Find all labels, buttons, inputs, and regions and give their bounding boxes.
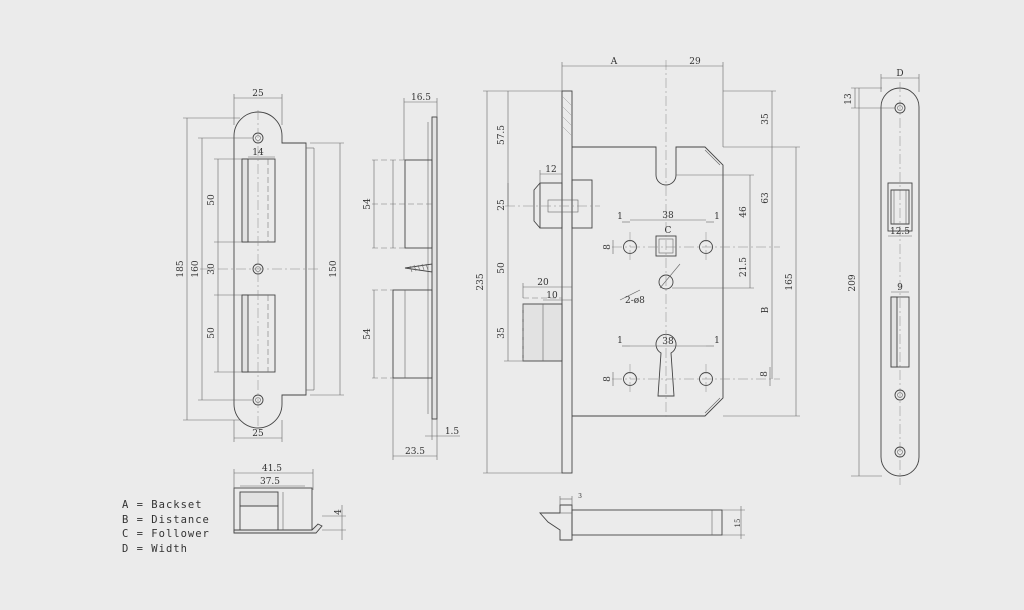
dim-follower-width: 38	[662, 211, 674, 221]
dim-spindle-drop: 50	[497, 262, 507, 274]
dim-side-bolt-width: 9	[897, 283, 903, 293]
faceplate-front-view	[200, 110, 320, 430]
dim-cyl-left-height: 8	[603, 376, 613, 382]
lock-body-dimensions: A 29 235 57.5 25 50 35 12 20 10 35 46 63	[476, 57, 800, 474]
dim-case-165: 165	[785, 273, 795, 290]
side-view-dimensions: 16.5 54 54 1.5 23.5	[363, 93, 460, 460]
dim-latch-width: 12	[545, 165, 556, 175]
bolt-bottom-view	[538, 504, 723, 541]
lock-body	[505, 60, 780, 474]
top-view-dimensions: 41.5 37.5 4	[233, 464, 346, 540]
dim-side-overall-height: 209	[848, 274, 858, 291]
dim-top-thickness: 4	[334, 509, 344, 515]
dim-hole-height: 8	[603, 244, 613, 250]
dim-lower-block: 54	[363, 328, 373, 340]
dim-cyl-width: 38	[662, 337, 674, 347]
dim-plate-thickness: 1.5	[445, 427, 460, 437]
dim-case-46: 46	[739, 206, 749, 218]
dim-handle-offset: 29	[689, 57, 701, 67]
legend-item: D = Width	[122, 542, 188, 555]
faceplate-front-dimensions: 25 14 25 185 160 50 30 50 150	[176, 89, 344, 442]
dim-overall-height: 185	[176, 260, 186, 277]
faceplate-side-view	[880, 82, 920, 485]
dim-hole-offset-right: 1	[714, 212, 720, 222]
legend-item: B = Distance	[122, 513, 210, 526]
legend-item: A = Backset	[122, 499, 203, 511]
dim-backset: A	[610, 57, 618, 67]
dim-upper-slot: 50	[207, 194, 217, 206]
dim-side-top-offset: 13	[844, 93, 854, 105]
dim-cyl-offset-left: 1	[617, 336, 623, 346]
dim-slot-width: 14	[252, 148, 264, 158]
dim-deadbolt-inner: 10	[546, 291, 558, 301]
legend-item: C = Follower	[122, 528, 210, 541]
dim-bolt-tip: 3	[578, 493, 582, 500]
dim-deadbolt-throw: 20	[537, 278, 549, 288]
dim-top-width: 25	[252, 89, 264, 99]
dim-hole-offset-left: 1	[617, 212, 623, 222]
dim-lower-slot: 50	[207, 327, 217, 339]
dim-top-inner: 37.5	[260, 477, 280, 487]
dim-screw-holes: 2-ø8	[625, 296, 645, 306]
dim-deadbolt-height: 35	[497, 327, 507, 339]
dim-side-width: D	[896, 69, 903, 79]
dim-strike-height: 150	[329, 260, 339, 277]
dim-side-depth: 16.5	[411, 93, 431, 103]
bolt-view-dimensions: 3 15	[559, 493, 745, 539]
dim-distance: B	[761, 306, 771, 313]
dim-side-latch-width: 12.5	[890, 227, 910, 237]
dim-21-5: 21.5	[739, 257, 749, 277]
dim-top-outer: 41.5	[262, 464, 282, 474]
faceplate-top-view	[233, 487, 323, 534]
dim-base-depth: 23.5	[405, 447, 425, 457]
dim-follower: C	[665, 226, 672, 236]
dim-cyl-offset-right: 1	[714, 336, 720, 346]
dim-cyl-right-height: 8	[760, 371, 770, 377]
dim-top-margin: 35	[761, 113, 771, 125]
lock-side-view	[372, 116, 438, 420]
dim-case-height: 235	[476, 273, 486, 290]
dim-face-top: 57.5	[497, 125, 507, 145]
dim-case-63: 63	[761, 192, 771, 204]
dim-middle-gap: 30	[207, 263, 217, 275]
dim-upper-block: 54	[363, 198, 373, 210]
dim-hole-spacing: 160	[191, 260, 201, 277]
faceplate-side-dimensions: D 13 209 12.5 9	[844, 69, 920, 477]
dim-bottom-width: 25	[252, 429, 264, 439]
dim-bolt-height: 15	[734, 519, 742, 528]
dim-latch-height: 25	[497, 199, 507, 211]
